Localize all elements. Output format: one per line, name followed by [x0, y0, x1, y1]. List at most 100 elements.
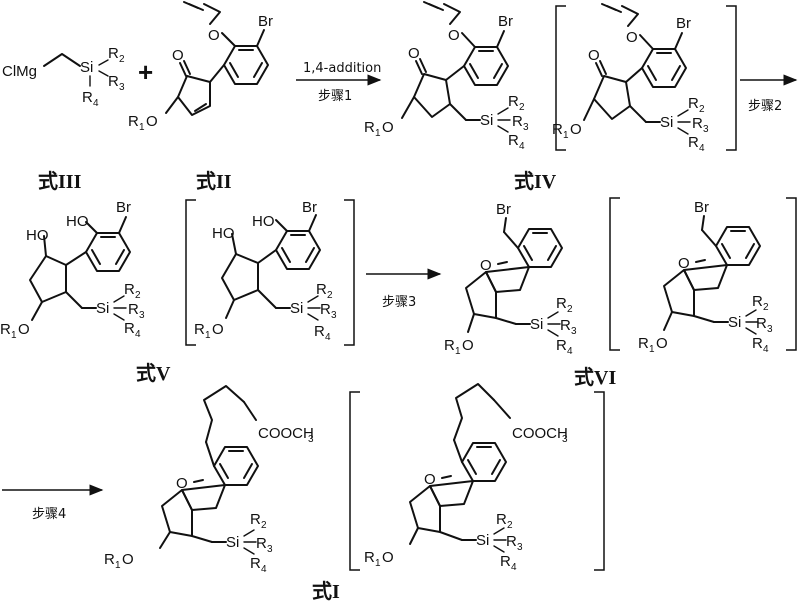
- svg-text:Si: Si: [660, 114, 673, 131]
- step4-label: 步骤4: [32, 507, 66, 522]
- svg-text:2: 2: [261, 520, 267, 531]
- step2-arrow: 步骤2: [740, 74, 798, 114]
- svg-text:Br: Br: [302, 199, 317, 216]
- svg-text:Si: Si: [290, 300, 303, 317]
- svg-text:3: 3: [767, 324, 773, 335]
- svg-text:O: O: [480, 257, 492, 274]
- label-formula-iii: 式III: [38, 170, 82, 193]
- svg-text:1: 1: [139, 122, 145, 133]
- svg-text:O: O: [146, 113, 158, 130]
- svg-text:R: R: [314, 323, 325, 340]
- svg-text:2: 2: [135, 290, 141, 301]
- svg-text:4: 4: [511, 562, 517, 573]
- compound-ii: Br O O R 1 O: [128, 1, 273, 133]
- svg-text:R: R: [104, 551, 115, 568]
- svg-text:O: O: [18, 321, 30, 338]
- svg-text:HO: HO: [212, 225, 235, 242]
- step2-label: 步骤2: [748, 99, 782, 114]
- svg-text:R: R: [752, 293, 763, 310]
- svg-text:R: R: [364, 119, 375, 136]
- svg-text:O: O: [570, 121, 582, 138]
- svg-text:O: O: [382, 119, 394, 136]
- svg-text:2: 2: [327, 290, 333, 301]
- svg-text:R: R: [638, 335, 649, 352]
- svg-text:3: 3: [571, 326, 577, 337]
- svg-text:O: O: [588, 47, 600, 64]
- svg-text:Si: Si: [530, 316, 543, 333]
- svg-text:Si: Si: [476, 532, 489, 549]
- svg-text:3: 3: [331, 310, 337, 321]
- svg-text:4: 4: [567, 346, 573, 357]
- ketone-o-label: O: [172, 47, 184, 64]
- svg-text:1: 1: [455, 346, 461, 357]
- svg-text:O: O: [626, 29, 638, 46]
- svg-text:R: R: [508, 93, 519, 110]
- svg-text:R: R: [124, 281, 135, 298]
- svg-text:4: 4: [325, 332, 331, 343]
- svg-text:1: 1: [11, 330, 17, 341]
- svg-text:R: R: [500, 553, 511, 570]
- svg-text:O: O: [448, 27, 460, 44]
- svg-text:R: R: [124, 320, 135, 337]
- compound-vi-enantiomer: Br O Si R 2 R 3 R 4 R 1 O: [609, 197, 797, 355]
- step3-arrow: 步骤3: [366, 268, 442, 310]
- svg-text:R: R: [560, 317, 571, 334]
- o-allyl-label: O: [208, 27, 220, 44]
- compound-iv: Br O O Si R 2 R 3 R 4 R 1 O: [364, 1, 529, 152]
- svg-text:HO: HO: [26, 227, 49, 244]
- svg-text:Si: Si: [96, 300, 109, 317]
- svg-text:HO: HO: [66, 213, 89, 230]
- svg-text:1: 1: [649, 344, 655, 355]
- r3-label: R: [108, 73, 119, 90]
- svg-text:4: 4: [135, 329, 141, 340]
- svg-text:3: 3: [562, 434, 568, 445]
- svg-text:R: R: [364, 549, 375, 566]
- svg-text:3: 3: [703, 124, 709, 135]
- svg-text:R: R: [506, 533, 517, 550]
- svg-text:2: 2: [507, 520, 513, 531]
- svg-text:R: R: [194, 321, 205, 338]
- svg-text:Br: Br: [676, 15, 691, 32]
- compound-vi: Br O Si R 2 R 3 R 4 R 1 O: [444, 201, 577, 357]
- svg-text:Br: Br: [116, 199, 131, 216]
- svg-text:Br: Br: [498, 13, 513, 30]
- svg-text:R: R: [128, 301, 139, 318]
- compound-i: COOCH 3 O Si R 2 R 3 R 4 R 1 O: [104, 385, 314, 575]
- r1o-label: R: [128, 113, 139, 130]
- svg-text:R: R: [496, 511, 507, 528]
- svg-text:R: R: [250, 555, 261, 572]
- r2-label: R: [108, 45, 119, 62]
- grignard-label: ClMg: [2, 63, 37, 80]
- step1-condition: 1,4-addition: [303, 61, 381, 76]
- svg-text:3: 3: [139, 310, 145, 321]
- svg-text:Si: Si: [728, 314, 741, 331]
- br-label: Br: [258, 13, 273, 30]
- r4-label: R: [82, 89, 93, 106]
- svg-text:R: R: [688, 95, 699, 112]
- svg-text:R: R: [444, 337, 455, 354]
- svg-text:1: 1: [205, 330, 211, 341]
- compound-i-enantiomer: COOCH 3 O Si R 2 R 3 R 4 R 1 O: [349, 383, 605, 573]
- svg-text:Br: Br: [496, 201, 511, 218]
- svg-text:2: 2: [763, 302, 769, 313]
- label-formula-v: 式V: [136, 362, 171, 385]
- svg-text:4: 4: [763, 344, 769, 355]
- svg-text:O: O: [424, 471, 436, 488]
- svg-text:COOCH: COOCH: [512, 425, 568, 442]
- svg-text:4: 4: [699, 143, 705, 154]
- svg-text:2: 2: [567, 304, 573, 315]
- svg-text:R: R: [556, 295, 567, 312]
- svg-text:O: O: [382, 549, 394, 566]
- svg-text:1: 1: [563, 130, 569, 141]
- label-formula-ii: 式II: [196, 170, 232, 193]
- svg-text:O: O: [678, 255, 690, 272]
- svg-text:O: O: [176, 475, 188, 492]
- svg-text:1: 1: [375, 558, 381, 569]
- svg-text:R: R: [512, 113, 523, 130]
- compound-v: Br HO HO Si R 2 R 3 R 4 R 1 O: [0, 199, 145, 341]
- svg-text:3: 3: [119, 82, 125, 93]
- svg-text:R: R: [556, 337, 567, 354]
- svg-text:2: 2: [119, 54, 125, 65]
- svg-text:O: O: [656, 335, 668, 352]
